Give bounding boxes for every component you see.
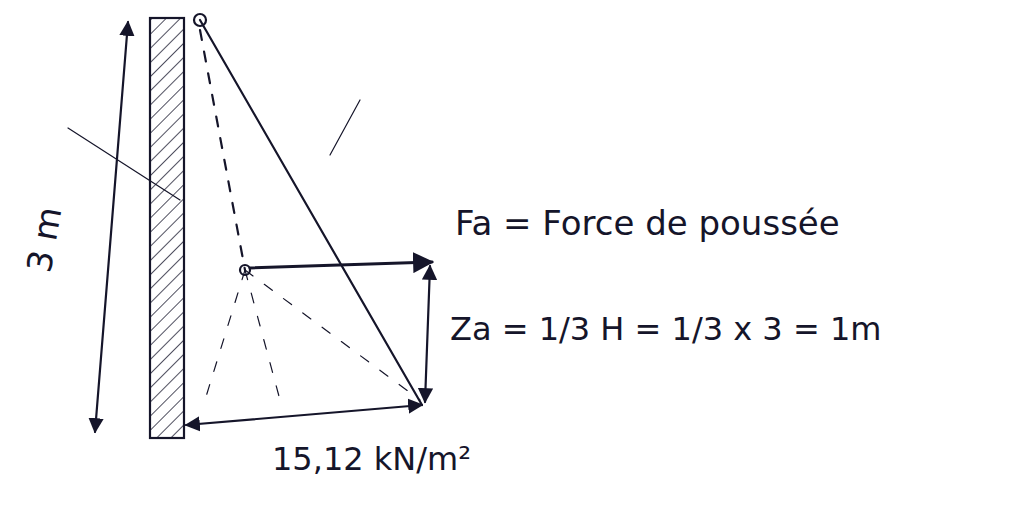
- force-label: Fa = Force de poussée: [455, 205, 840, 242]
- pressure-label: 15,12 kN/m²: [272, 442, 471, 477]
- lever-arm-label: Za = 1/3 H = 1/3 x 3 = 1m: [450, 312, 881, 347]
- dimension-label: 3 m: [21, 204, 69, 275]
